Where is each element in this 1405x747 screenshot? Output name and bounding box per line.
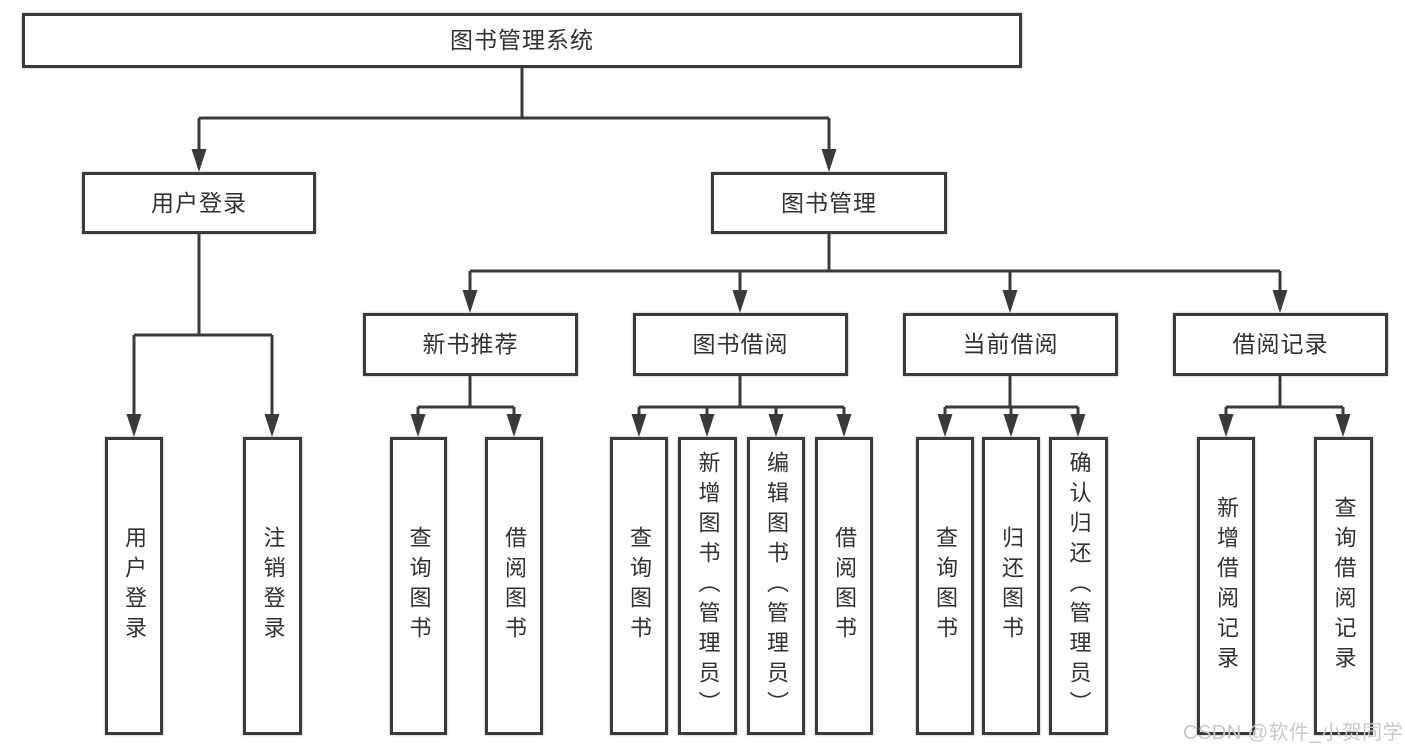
node-query-borrow-record: 查询借阅记录 [1314,437,1373,735]
node-borrow-books-leaf-label: 借阅图书 [832,526,857,646]
node-edit-book-admin: 编辑图书（管理员） [747,437,805,735]
node-query-borrow-record-label: 查询借阅记录 [1331,496,1357,676]
node-user-login: 用户登录 [82,172,316,234]
csdn-watermark: CSDN @软件_小贺同学 [1183,722,1404,744]
node-borrow-books-recommend-label: 借阅图书 [502,526,527,646]
node-book-borrowing: 图书借阅 [633,313,848,376]
node-book-management: 图书管理 [711,172,947,234]
node-user-login-leaf: 用户登录 [105,437,163,735]
node-library-management-system-label: 图书管理系统 [450,27,594,53]
node-return-book: 归还图书 [982,437,1040,735]
connector-borrow-records-to-leaves [1218,376,1351,437]
node-book-management-label: 图书管理 [781,189,877,216]
node-query-books-recommend: 查询图书 [390,437,447,735]
node-current-borrowing-label: 当前借阅 [962,331,1059,357]
node-add-borrow-record: 新增借阅记录 [1197,437,1255,735]
node-confirm-return-admin-label: 确认归还（管理员） [1066,451,1092,721]
node-query-books-recommend-label: 查询图书 [406,526,432,646]
node-return-book-label: 归还图书 [999,526,1024,646]
node-add-borrow-record-label: 新增借阅记录 [1214,496,1239,676]
node-user-login-leaf-label: 用户登录 [122,526,147,646]
node-logout-label: 注销登录 [260,526,286,646]
node-borrow-records: 借阅记录 [1173,313,1388,376]
node-user-login-label: 用户登录 [151,189,247,216]
node-logout: 注销登录 [243,437,302,735]
connector-user-login-to-leaves [126,234,280,437]
node-book-borrowing-label: 图书借阅 [692,331,789,357]
node-query-books-borrowing-label: 查询图书 [627,526,652,646]
node-query-books-current-label: 查询图书 [933,526,958,646]
connector-book-borrowing-to-leaves [631,376,852,437]
node-new-book-recommend: 新书推荐 [363,313,578,376]
node-library-management-system: 图书管理系统 [22,13,1022,68]
node-borrow-books-recommend: 借阅图书 [485,437,543,735]
node-new-book-recommend-label: 新书推荐 [422,331,519,357]
connector-book-management-to-level3 [462,234,1288,313]
node-add-book-admin-label: 新增图书（管理员） [695,451,721,721]
node-query-books-current: 查询图书 [916,437,974,735]
node-edit-book-admin-label: 编辑图书（管理员） [764,451,789,721]
node-borrow-books-leaf: 借阅图书 [815,437,873,735]
connector-current-borrowing-to-leaves [937,376,1086,437]
node-current-borrowing: 当前借阅 [903,313,1118,376]
connector-new-book-recommend-to-leaves [410,376,522,437]
connector-root-to-level2 [191,68,837,172]
node-confirm-return-admin: 确认归还（管理员） [1049,437,1108,735]
node-add-book-admin: 新增图书（管理员） [678,437,737,735]
node-borrow-records-label: 借阅记录 [1232,331,1329,357]
node-query-books-borrowing: 查询图书 [610,437,668,735]
